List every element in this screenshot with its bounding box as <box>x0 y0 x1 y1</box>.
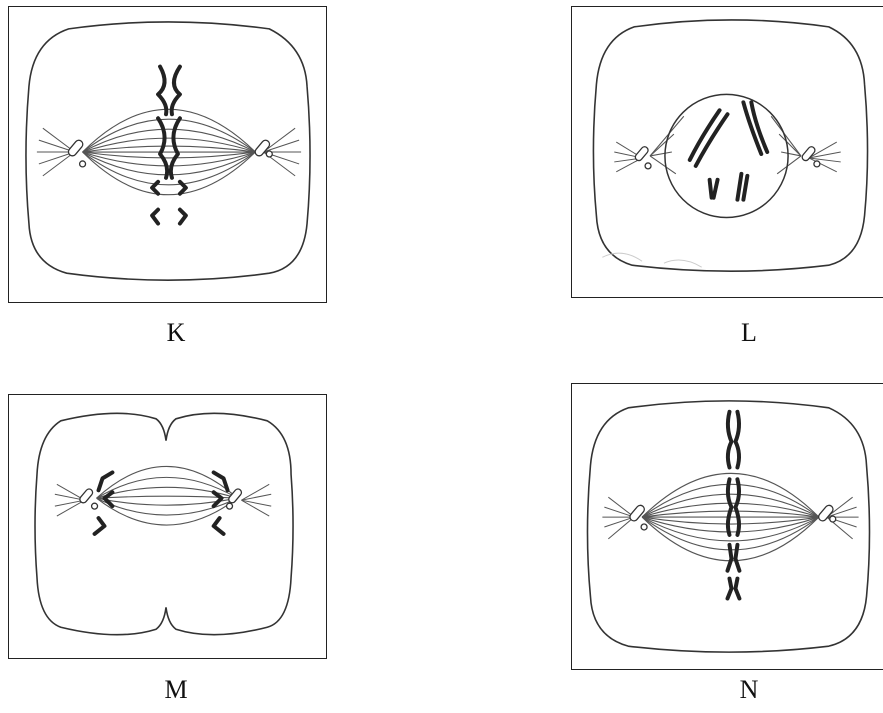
aster-right <box>801 141 841 173</box>
aster-left <box>614 141 652 173</box>
panel-label-m: M <box>164 675 188 704</box>
cell-drawing-k <box>25 21 311 281</box>
cell-diagram-n <box>571 383 883 670</box>
cell-diagram-k <box>8 6 327 303</box>
cell-diagram-m <box>8 394 327 659</box>
chromosomes <box>150 64 188 226</box>
nucleus <box>664 93 789 219</box>
aster-left <box>54 483 99 517</box>
cell-membrane <box>586 400 871 653</box>
panel-label-k: K <box>166 318 186 347</box>
panel-label-n: N <box>739 675 759 704</box>
aster-left <box>602 496 648 540</box>
cell-membrane <box>34 412 294 636</box>
chromosomes <box>92 470 230 536</box>
chromosomes <box>687 100 770 202</box>
panel-label-l: L <box>741 318 757 347</box>
chromosomes <box>725 409 742 601</box>
aster-right <box>225 483 272 517</box>
aster-left <box>36 127 87 177</box>
spindle-fibers <box>82 108 256 196</box>
cell-diagram-l <box>571 6 883 298</box>
aster-right <box>818 496 859 540</box>
cell-drawing-n <box>586 400 871 653</box>
cell-drawing-m <box>34 412 294 636</box>
spindle-fibers <box>649 115 802 175</box>
aster-right <box>254 127 302 177</box>
cell-drawing-l <box>592 19 869 272</box>
cell-membrane <box>592 19 869 272</box>
cell-membrane <box>25 21 311 281</box>
